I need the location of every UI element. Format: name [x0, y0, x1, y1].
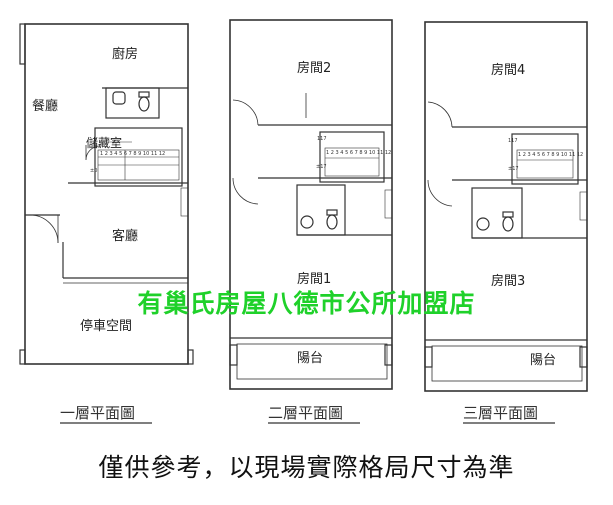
floor1-storage-label: 儲藏室: [86, 135, 122, 150]
floor2-column: [229, 344, 238, 366]
floor3-caption: 三層平面圖: [463, 404, 538, 422]
floor1-stair-numbers: 1 2 3 4 5 6 7 8 9 10 11 12: [100, 151, 165, 157]
floor3-toilet: [502, 216, 514, 232]
floor2-caption: 二層平面圖: [268, 404, 343, 422]
floor1-wall-column: [19, 349, 26, 365]
floor1-living-door: [29, 214, 59, 244]
floor1-parking-label: 停車空間: [80, 318, 132, 334]
floor1-caption: 一層平面圖: [60, 404, 135, 422]
floor1-kitchen-label: 廚房: [112, 46, 138, 62]
floor1-storage-door: [85, 145, 101, 161]
floor1-living-label: 客廳: [112, 228, 138, 244]
floor1-wall-column: [187, 349, 194, 365]
floor2-room-b-label: 房間1: [297, 271, 331, 287]
floor2-stair-steps: [324, 147, 380, 177]
floor2-door-a: [232, 99, 259, 126]
floor3-door-a: [427, 101, 453, 128]
floor3-sink: [476, 217, 490, 231]
floor1-dining-label: 餐廳: [32, 98, 58, 114]
floor2-stair-level-a: 117: [317, 136, 327, 142]
floor3-stair-level-a: 117: [508, 138, 518, 144]
floor3-stair-numbers: 1 2 3 4 5 6 7 8 9 10 11 12: [518, 152, 583, 158]
floor1-stair-box: [94, 127, 183, 187]
floor1-sink: [112, 91, 126, 105]
watermark-text: 有巢氏房屋八德市公所加盟店: [137, 289, 476, 318]
floor1-stair-level: ±0: [90, 168, 97, 174]
floor3-stair-box: [511, 133, 579, 185]
floor2-sink: [300, 215, 314, 229]
floor2-door-b: [232, 177, 259, 205]
floor3-room-b-label: 房間3: [491, 273, 525, 289]
floor3-stair-level-b: ±17: [508, 166, 519, 172]
floor3-plan: [424, 21, 588, 392]
floor2-stair-level-b: ±17: [316, 164, 327, 170]
floor2-toilet: [326, 214, 338, 230]
floor2-stair-box: [319, 131, 385, 183]
floor1-bathroom: [105, 87, 160, 119]
floor2-balcony-label: 陽台: [297, 351, 323, 366]
floor3-bathroom: [471, 187, 523, 239]
floor2-room-a-label: 房間2: [297, 60, 331, 76]
floor3-balcony-label: 陽台: [530, 353, 556, 368]
floor3-balcony: [431, 345, 583, 382]
floor3-door-b: [427, 179, 453, 207]
floor2-plan: [229, 19, 393, 390]
floor3-window: [579, 191, 588, 221]
floor1-toilet: [138, 96, 150, 112]
floor3-stair-steps: [516, 149, 574, 179]
floor2-stair-numbers: 1 2 3 4 5 6 7 8 9 10 11 12: [326, 150, 391, 156]
floor2-column: [384, 344, 393, 366]
floor3-column: [579, 346, 588, 368]
floor3-column: [424, 346, 433, 368]
floor1-plan: [19, 23, 194, 365]
floor2-window: [384, 189, 393, 219]
disclaimer-text: 僅供參考，以現場實際格局尺寸為準: [98, 453, 515, 482]
floor3-room-a-label: 房間4: [491, 62, 525, 78]
floor1-wall-column: [19, 23, 26, 65]
floor1-toilet-tank: [138, 91, 150, 98]
floor1-window: [180, 187, 189, 217]
